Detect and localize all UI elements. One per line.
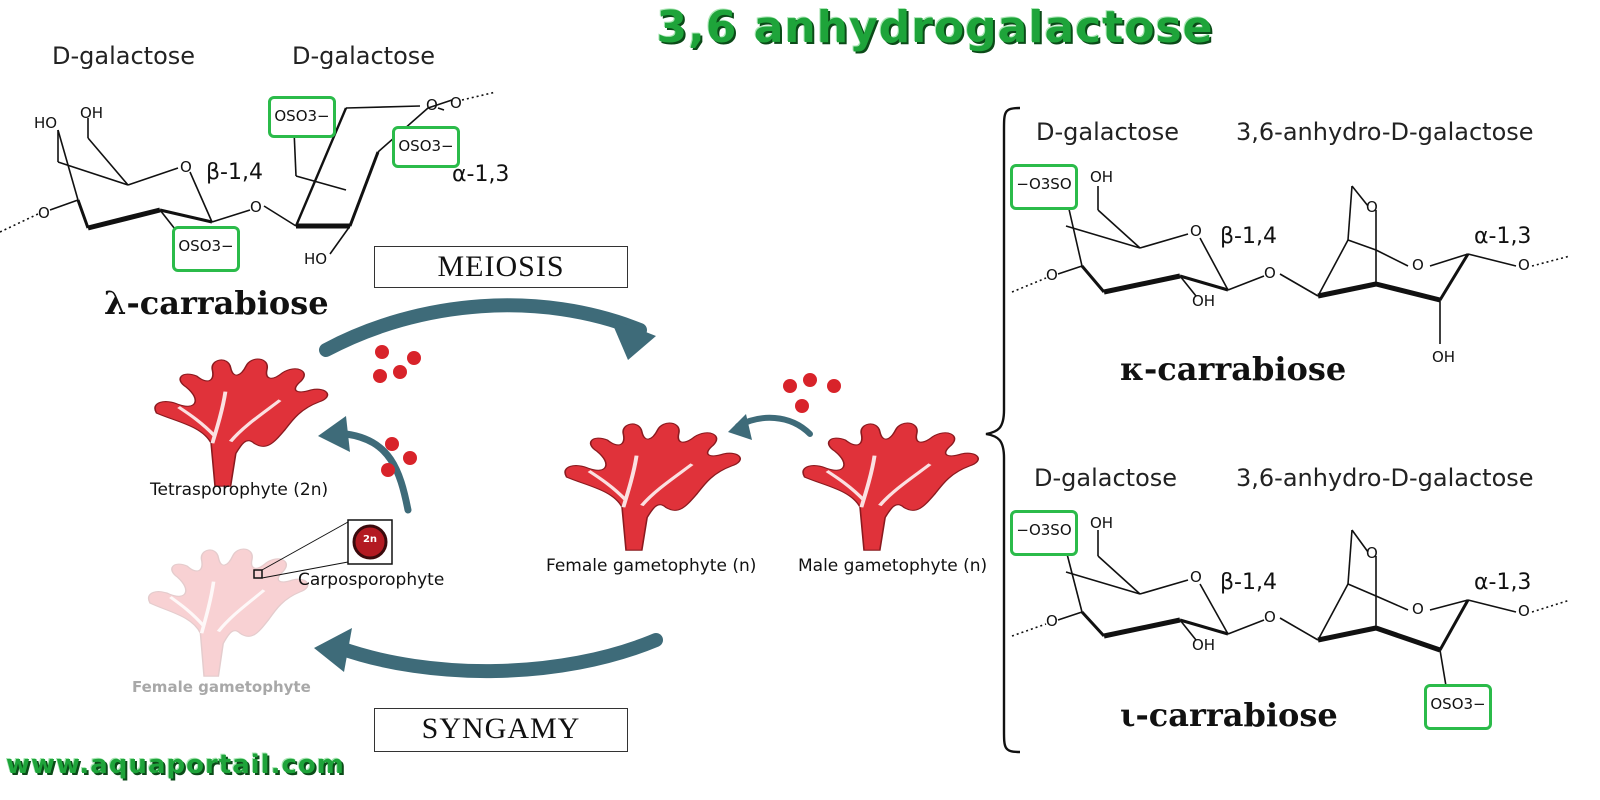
iota-structure [1011, 529, 1571, 687]
lambda-end-o1: O [38, 204, 50, 222]
kappa-beta-link: β-1,4 [1220, 224, 1277, 249]
carposporophyte-label: Carposporophyte [298, 570, 445, 590]
lambda-oh-label: OH [80, 104, 104, 122]
lambda-galactose-1-label: D-galactose [52, 42, 196, 70]
cycle-arrows [319, 298, 813, 679]
kappa-ring-o1: O [1190, 222, 1202, 240]
kappa-end-o1: O [1046, 266, 1058, 284]
iota-alpha-link: α-1,3 [1474, 570, 1532, 595]
faded-female-gametophyte-label: Female gametophyte [132, 678, 311, 696]
faded-female-alga-icon [146, 547, 310, 679]
female-gametophyte-alga-icon [563, 421, 743, 553]
iota-ring-o2: O [1412, 600, 1424, 618]
kappa-structure [1011, 185, 1571, 344]
male-gametophyte-alga-icon [801, 421, 981, 553]
iota-top-o: O [1366, 544, 1378, 562]
iota-anhydro-label: 3,6-anhydro-D-galactose [1236, 464, 1534, 492]
carpospore-mark: 2n [362, 534, 378, 545]
iota-beta-link: β-1,4 [1220, 570, 1277, 595]
iota-sulfate-box-1: −O3SO [1010, 510, 1078, 556]
female-gametophyte-label: Female gametophyte (n) [546, 556, 757, 576]
kappa-oh-bottom: OH [1192, 292, 1216, 310]
lambda-sulfate-box-b: OSO3− [392, 126, 460, 168]
lambda-beta-link: β-1,4 [206, 160, 263, 185]
meiosis-label-box: MEIOSIS [374, 246, 628, 288]
kappa-oh-anhydro: OH [1432, 348, 1456, 366]
kappa-bridge-o: O [1264, 264, 1276, 282]
kappa-ring-o2: O [1412, 256, 1424, 274]
lambda-sulfate-box-c: OSO3− [172, 226, 240, 272]
kappa-oh-top: OH [1090, 168, 1114, 186]
lambda-alpha-link: α-1,3 [452, 162, 510, 187]
tetrasporophyte-alga-icon [153, 357, 330, 489]
kappa-anhydro-label: 3,6-anhydro-D-galactose [1236, 118, 1534, 146]
kappa-carrabiose-name: κ-carrabiose [1120, 350, 1347, 388]
lambda-carrabiose-name: λ-carrabiose [104, 284, 329, 322]
curly-brace-icon [985, 106, 1021, 754]
iota-end-o2: O [1518, 602, 1530, 620]
site-url-link[interactable]: www.aquaportail.com [6, 750, 345, 780]
carposporophyte-zoom [253, 519, 393, 579]
iota-bridge-o: O [1264, 608, 1276, 626]
lambda-bridge-o: O [250, 198, 262, 216]
iota-carrabiose-name: ι-carrabiose [1120, 696, 1338, 734]
iota-end-o1: O [1046, 612, 1058, 630]
kappa-end-o2: O [1518, 256, 1530, 274]
lambda-ho-label: HO [34, 114, 58, 132]
lambda-ring-o1: O [180, 158, 192, 176]
arrow-heads [314, 318, 752, 672]
page-title: 3,6 anhydrogalactose [656, 2, 1214, 53]
iota-sulfate-box-2: OSO3− [1424, 684, 1492, 730]
lambda-end-o2: O [450, 94, 462, 112]
iota-ring-o1: O [1190, 568, 1202, 586]
iota-oh-bottom: OH [1192, 636, 1216, 654]
iota-oh-top: OH [1090, 514, 1114, 532]
lambda-ho-bottom-label: HO [304, 250, 328, 268]
kappa-sulfate-box: −O3SO [1010, 164, 1078, 210]
male-gametophyte-label: Male gametophyte (n) [798, 556, 988, 576]
lambda-galactose-2-label: D-galactose [292, 42, 436, 70]
spore-clusters [373, 345, 841, 477]
syngamy-label-box: SYNGAMY [374, 708, 628, 752]
kappa-alpha-link: α-1,3 [1474, 224, 1532, 249]
tetrasporophyte-label: Tetrasporophyte (2n) [150, 480, 329, 500]
iota-galactose-label: D-galactose [1034, 464, 1178, 492]
lambda-sulfate-box-a: OSO3− [268, 96, 336, 138]
lambda-ring-o2: O [426, 96, 438, 114]
kappa-galactose-label: D-galactose [1036, 118, 1180, 146]
kappa-top-o: O [1366, 198, 1378, 216]
